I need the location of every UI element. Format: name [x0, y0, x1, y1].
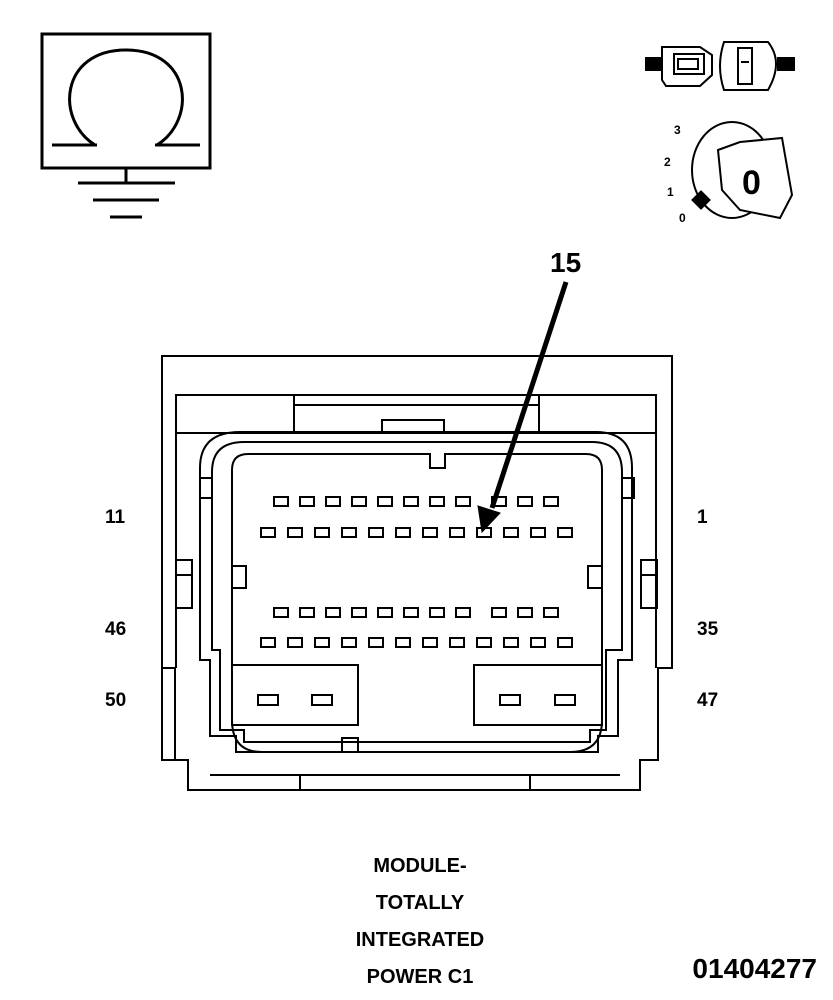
- reference-number: 01404277: [692, 953, 817, 984]
- key-position-2: 2: [664, 155, 671, 169]
- caption-line-1: MODULE-: [373, 855, 467, 877]
- key-letter: 0: [742, 164, 761, 202]
- pin-label-1: 1: [697, 507, 708, 528]
- connector-housing: [161, 355, 673, 791]
- disconnect-connector-icon: [645, 41, 795, 91]
- caption-line-3: INTEGRATED: [355, 929, 485, 951]
- pin-label-35: 35: [697, 619, 719, 640]
- ohmmeter-ground-icon: [40, 32, 212, 219]
- ignition-key-icon: 3 2 1 0 0: [664, 121, 794, 225]
- pin-label-47: 47: [697, 690, 718, 711]
- key-position-1: 1: [667, 185, 674, 199]
- pin-label-11: 11: [105, 507, 126, 528]
- key-position-0: 0: [679, 211, 686, 225]
- pin-cavities: [257, 496, 576, 706]
- key-position-3: 3: [674, 123, 681, 137]
- callout-pin-number: 15: [550, 247, 581, 278]
- caption-line-4: POWER C1: [366, 966, 474, 988]
- connector-caption: MODULE- TOTALLY INTEGRATED POWER C1: [300, 848, 540, 996]
- pin-label-46: 46: [105, 619, 126, 640]
- pin-label-50: 50: [105, 690, 126, 711]
- caption-line-2: TOTALLY: [375, 892, 465, 914]
- callout-arrow: [477, 281, 569, 534]
